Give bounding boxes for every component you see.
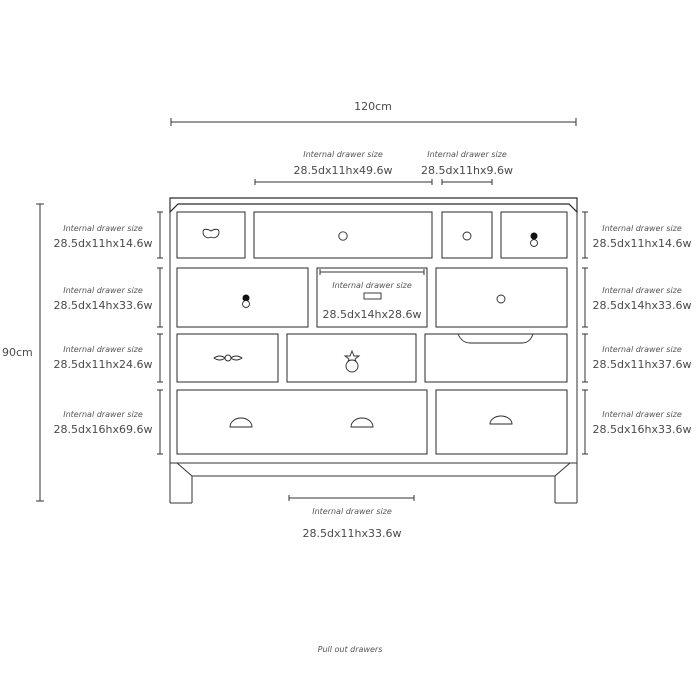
- drawer-r4-1[interactable]: [176, 389, 428, 455]
- top-right-caption: Internal drawer size: [427, 150, 507, 159]
- top-right-size: 28.5dx11hx9.6w: [421, 164, 513, 177]
- row2-center-caption: Internal drawer size: [332, 281, 412, 290]
- top-middle-caption: Internal drawer size: [303, 150, 383, 159]
- overall-height-label: 90cm: [2, 346, 33, 359]
- footer-caption: Pull out drawers: [318, 645, 383, 654]
- bottom-center-caption: Internal drawer size: [312, 507, 392, 516]
- cup-handle-icon: [229, 417, 253, 428]
- row1-left-line: [157, 211, 163, 259]
- row3-right-size: 28.5dx11hx37.6w: [593, 358, 692, 371]
- overall-width-line: [170, 118, 577, 126]
- row3-left-caption: Internal drawer size: [63, 345, 143, 354]
- knob-icon: [496, 294, 506, 304]
- row3-right-line: [582, 333, 588, 383]
- row2-left-size: 28.5dx14hx33.6w: [54, 299, 153, 312]
- black-knob-icon: [530, 232, 538, 247]
- row1-left-caption: Internal drawer size: [63, 224, 143, 233]
- row4-right-size: 28.5dx16hx33.6w: [593, 423, 692, 436]
- bottom-center-line: [288, 495, 415, 501]
- row2-left-line: [157, 267, 163, 328]
- row2-right-size: 28.5dx14hx33.6w: [593, 299, 692, 312]
- cup-handle-icon: [350, 417, 374, 428]
- center-drawer-internal-line: [319, 269, 425, 275]
- knob-icon: [338, 231, 348, 241]
- row2-center-size: 28.5dx14hx28.6w: [323, 308, 422, 321]
- row1-right-size: 28.5dx11hx14.6w: [593, 237, 692, 250]
- knob-icon: [462, 231, 472, 241]
- cup-handle-icon: [489, 415, 513, 425]
- row4-left-line: [157, 389, 163, 455]
- drawer-r2-1[interactable]: [176, 267, 309, 328]
- row1-right-line: [582, 211, 588, 259]
- row3-left-size: 28.5dx11hx24.6w: [54, 358, 153, 371]
- plate-handle-icon: [363, 292, 382, 300]
- row4-right-caption: Internal drawer size: [602, 410, 682, 419]
- top-right-line: [441, 179, 493, 185]
- row2-right-caption: Internal drawer size: [602, 286, 682, 295]
- row4-right-line: [582, 389, 588, 455]
- row1-left-size: 28.5dx11hx14.6w: [54, 237, 153, 250]
- drawer-r2-2[interactable]: [316, 267, 428, 328]
- row1-right-caption: Internal drawer size: [602, 224, 682, 233]
- overall-width-label: 120cm: [354, 100, 392, 113]
- top-middle-size: 28.5dx11hx49.6w: [294, 164, 393, 177]
- cabinet-frame: [169, 197, 578, 504]
- bean-handle-icon: [202, 228, 220, 239]
- black-knob-icon: [242, 294, 250, 308]
- overall-height-line: [36, 203, 44, 502]
- row4-left-caption: Internal drawer size: [63, 410, 143, 419]
- recessed-pull-icon: [457, 333, 534, 344]
- row3-left-line: [157, 333, 163, 383]
- row2-left-caption: Internal drawer size: [63, 286, 143, 295]
- star-ring-handle-icon: [343, 349, 361, 373]
- row4-left-size: 28.5dx16hx69.6w: [54, 423, 153, 436]
- top-middle-line: [254, 179, 433, 185]
- bottom-center-size: 28.5dx11hx33.6w: [303, 527, 402, 540]
- row2-right-line: [582, 267, 588, 328]
- ornate-handle-icon: [213, 354, 243, 362]
- row3-right-caption: Internal drawer size: [602, 345, 682, 354]
